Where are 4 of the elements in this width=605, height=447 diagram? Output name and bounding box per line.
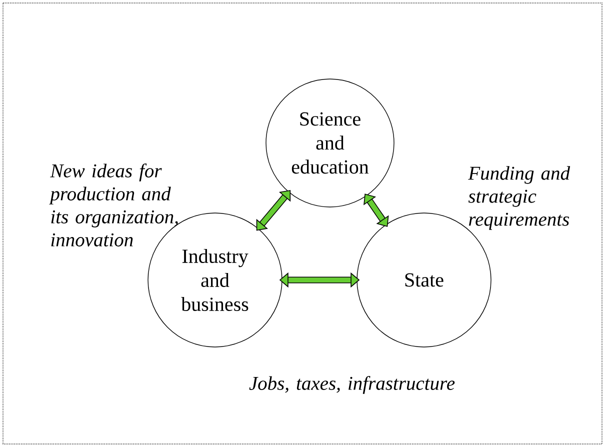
- double-arrow: [364, 194, 389, 227]
- edge-label: New ideas for production and its organization, innovation: [49, 164, 178, 246]
- edge-label: Jobs, taxes, infrastructure: [249, 376, 455, 394]
- edge-label: Funding and strategic requirements: [468, 166, 570, 230]
